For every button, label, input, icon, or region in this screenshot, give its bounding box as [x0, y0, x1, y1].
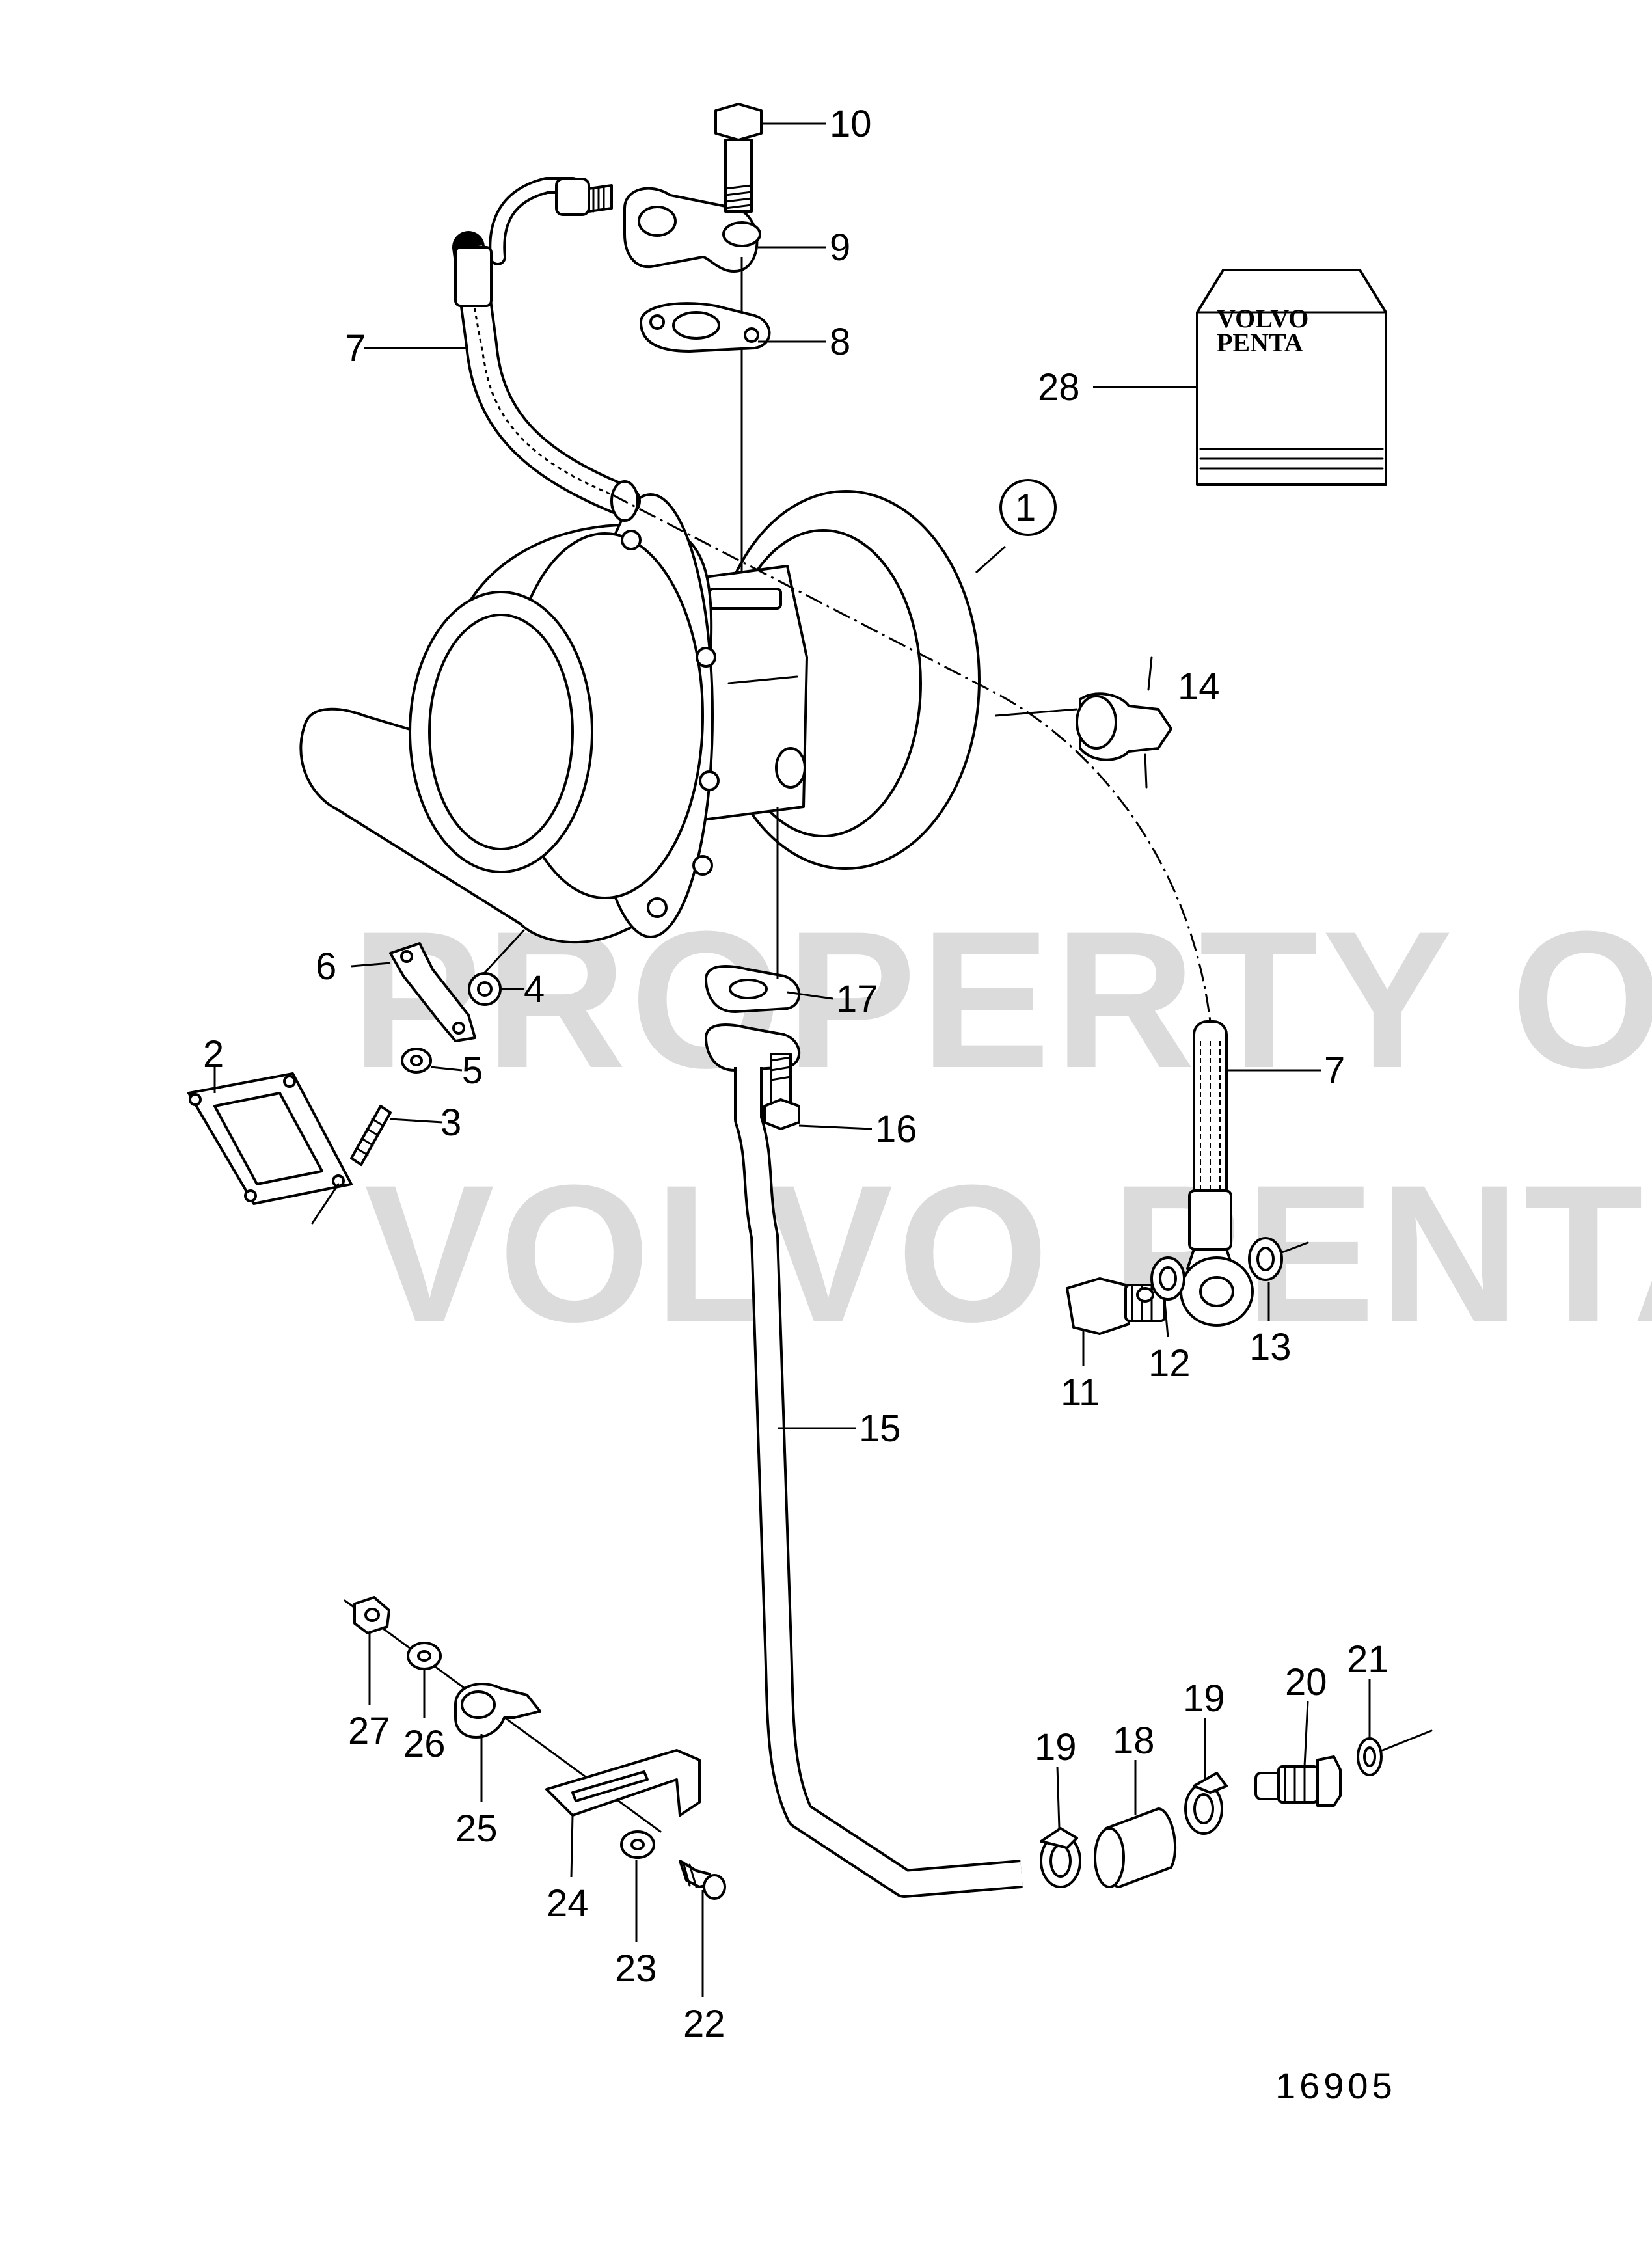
- washer-26: [407, 1642, 442, 1718]
- part-label-7-lower: 7: [1324, 1049, 1345, 1092]
- gasket-17: [705, 807, 833, 1013]
- part-label-11: 11: [1061, 1372, 1100, 1414]
- part-label-8: 8: [830, 321, 850, 363]
- hose-18: [1094, 1760, 1177, 1888]
- bolt-10: [714, 103, 826, 213]
- part-label-1: 1: [1015, 487, 1036, 529]
- part-label-19-left: 19: [1035, 1726, 1077, 1768]
- bracket-24: [545, 1749, 701, 1878]
- part-label-12: 12: [1148, 1342, 1191, 1385]
- part-label-13: 13: [1249, 1326, 1292, 1368]
- oil-route-line: [611, 493, 1212, 1022]
- cover-plate-2: [187, 1067, 353, 1225]
- part-label-18: 18: [1113, 1720, 1155, 1762]
- oil-return-hose: [1180, 1020, 1254, 1327]
- part-label-20: 20: [1285, 1661, 1327, 1703]
- watermark: PROPERTY OF VOLVO PENTA: [351, 890, 1652, 1362]
- booklet-line-2: PENTA: [1217, 328, 1303, 357]
- oil-inlet-flange: [623, 187, 761, 573]
- washer-5: [401, 1048, 463, 1074]
- lock-plate-6: [351, 942, 476, 1042]
- part-label-19-right: 19: [1183, 1677, 1225, 1720]
- clamp-14: [995, 656, 1172, 789]
- screw-22: [679, 1860, 726, 1997]
- union-20: [1254, 1701, 1342, 1807]
- part-label-15: 15: [859, 1407, 901, 1450]
- part-label-24: 24: [547, 1882, 589, 1925]
- part-label-23: 23: [615, 1947, 657, 1990]
- hose-clamp-19b: [1184, 1718, 1228, 1835]
- drain-pipe-15: [705, 1023, 1023, 1898]
- part-label-26: 26: [403, 1723, 446, 1765]
- part-label-16: 16: [875, 1108, 917, 1150]
- part-labels: 1 2 3 4 5 6 7 7 8 9 10 11 12 13 14 15 16…: [203, 103, 1389, 2045]
- banjo-bolt-11: [1066, 1277, 1166, 1366]
- part-label-6: 6: [316, 945, 336, 988]
- part-label-5: 5: [462, 1049, 483, 1092]
- part-label-14: 14: [1178, 666, 1220, 708]
- stud-3: [350, 1105, 443, 1166]
- part-label-9: 9: [830, 226, 850, 269]
- washer-21: [1357, 1679, 1433, 1776]
- part-label-28: 28: [1038, 366, 1080, 409]
- bolt-16: [763, 1053, 873, 1130]
- part-label-2: 2: [203, 1033, 224, 1076]
- turbocharger: [299, 490, 981, 944]
- watermark-line-2: VOLVO PENTA: [364, 1144, 1652, 1362]
- part-label-3: 3: [440, 1102, 461, 1144]
- part-label-25: 25: [455, 1807, 498, 1850]
- part-label-22: 22: [683, 2003, 725, 2045]
- washer-12: [1150, 1256, 1185, 1338]
- nut-27: [353, 1596, 390, 1705]
- nut-4: [468, 929, 525, 1006]
- part-label-17: 17: [836, 978, 878, 1020]
- part-label-4: 4: [524, 968, 545, 1010]
- booklet-line-1: VOLVO: [1217, 304, 1308, 333]
- part-label-21: 21: [1347, 1638, 1389, 1681]
- part-label-10: 10: [830, 103, 872, 145]
- volvo-penta-booklet: VOLVO PENTA: [1093, 269, 1387, 486]
- part-label-27: 27: [348, 1710, 390, 1752]
- washer-13: [1248, 1237, 1309, 1321]
- clip-25: [454, 1683, 541, 1802]
- drawing-number: 16905: [1275, 2065, 1396, 2106]
- hose-clamp-19a: [1040, 1766, 1081, 1888]
- washer-23: [620, 1830, 655, 1942]
- part-label-7-upper: 7: [345, 327, 366, 370]
- gasket-8: [640, 302, 771, 353]
- oil-feed-hose: [452, 177, 641, 522]
